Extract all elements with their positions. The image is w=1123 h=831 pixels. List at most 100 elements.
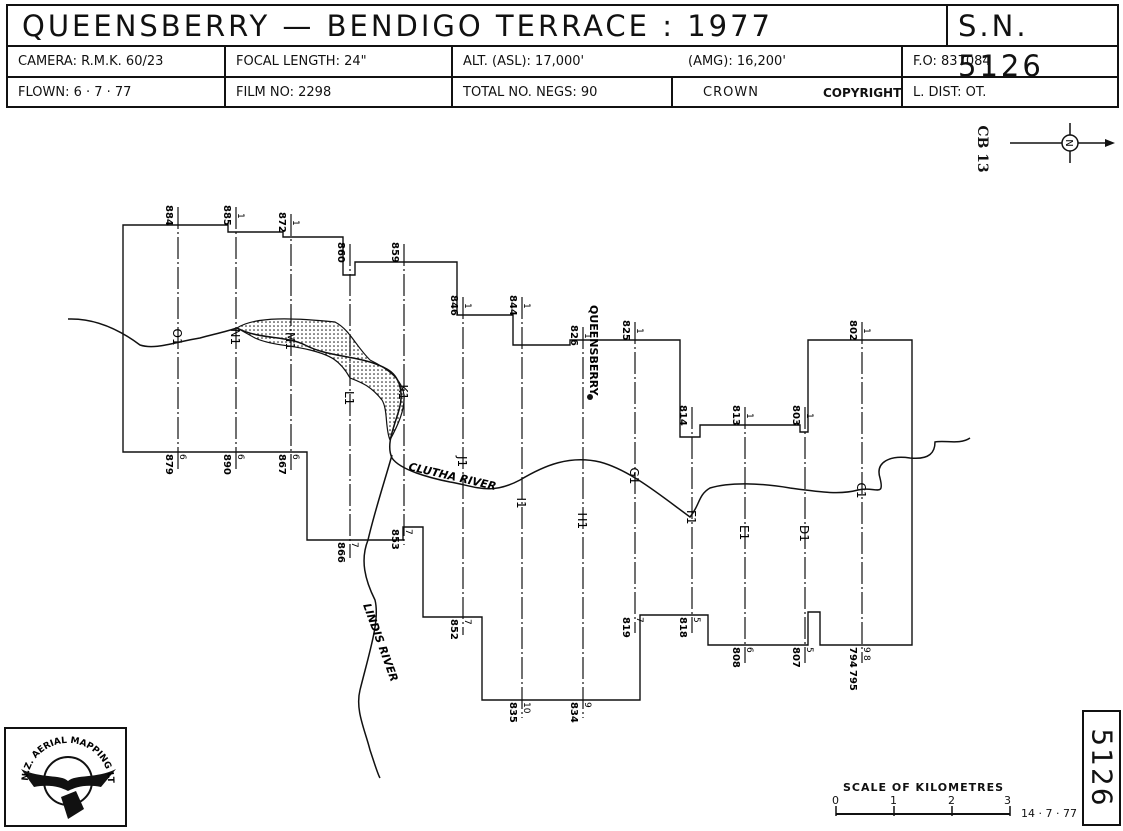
camera-field: CAMERA: R.M.K. 60/23 [8,47,226,76]
strip-top-frame: 872 [276,212,287,233]
aerial-mapping-logo-icon: N.Z. AERIAL MAPPING LTD. [2,722,116,819]
strip-bottom-frame: 890 [221,454,232,475]
lake-area [235,318,405,442]
strip-top-frame: 844 [507,295,518,316]
strip-bottom-frame: 866 [335,542,346,563]
strip-bottom-run: 5 [691,617,701,623]
strip-label-j1: J1 [455,455,469,467]
strip-bottom-frame: 808 [730,647,741,668]
strip-top-frame: 826 [568,325,579,346]
strip-bottom-frame: 879 [163,454,174,475]
strip-bottom-run: 7 [462,619,472,625]
strip-label-i1: I1 [514,498,528,509]
strip-top-run: 1 [235,213,245,219]
scale-bar [835,806,1011,816]
strip-top-frame: 803 [790,405,801,426]
flown-field: FLOWN: 6 · 7 · 77 [8,78,226,108]
strip-top-run: 1 [804,413,814,419]
strip-bottom-frame: 807 [790,647,801,668]
scale-tick-0: 0 [832,794,839,807]
l-dist-field: L. DIST: OT. [913,85,987,100]
town-label: QUEENSBERRY [587,305,600,397]
strip-label-n1: N1 [228,329,242,346]
strip-bottom-run: 10 [521,702,531,714]
strip-top-frame: 884 [163,205,174,226]
side-sheet-number-box: 5126 [1082,710,1121,826]
strip-bottom-run: 6 [177,454,187,460]
fo-field: F.O: 837084 [913,54,991,69]
scale-tick-2: 2 [948,794,955,807]
town-marker [587,394,593,400]
strip-bottom-frame: 867 [276,454,287,475]
strip-top-frame: 813 [730,405,741,426]
side-sheet-number: 5126 [1085,728,1118,808]
scale-tick-3: 3 [1004,794,1011,807]
map-title: QUEENSBERRY — BENDIGO TERRACE : 1977 [8,6,948,47]
strip-top-frame: 814 [677,405,688,426]
strip-top-run: 1 [861,328,871,334]
strip-bottom-run: 7 [634,617,644,623]
strip-label-f1: F1 [684,510,698,525]
company-logo: N.Z. AERIAL MAPPING LTD. [2,722,127,827]
scale-tick-1: 1 [890,794,897,807]
strip-bottom-frame-2: 795 [847,670,858,691]
strip-bottom-frame: 835 [507,702,518,723]
strip-label-c1: C1 [854,483,868,499]
lindis-river [358,454,393,779]
strip-top-run: 1 [290,220,300,226]
strip-labels: O18848796N188518906M187218676L18608667K1… [163,205,871,723]
copyright-label: COPYRIGHT [823,86,902,100]
strip-bottom-run: 7 [403,529,413,535]
strip-bottom-frame: 834 [568,702,579,723]
strip-top-run: 1 [744,413,754,419]
scale-title: SCALE OF KILOMETRES [843,781,1005,794]
strip-label-l1: L1 [342,391,356,405]
strip-label-e1: E1 [737,525,751,540]
strip-top-run: 1 [582,333,592,339]
crown-copyright-field: CROWN COPYRIGHT [673,78,903,108]
strip-bottom-run: 6 [290,454,300,460]
strip-bottom-run: 6 [744,647,754,653]
strip-bottom-run: 7 [349,542,359,548]
strip-bottom-run: 5 [804,647,814,653]
strip-top-frame: 846 [448,295,459,316]
altitude-field: ALT. (ASL): 17,000' (AMG): 16,200' [453,47,903,76]
strip-top-frame: 825 [620,320,631,341]
strip-label-g1: G1 [627,468,641,485]
crown-label: CROWN [703,85,759,100]
north-label: N [1063,139,1074,146]
strip-top-run: 1 [521,303,531,309]
strip-top-frame: 860 [335,242,346,263]
strip-bottom-run: 9 [582,702,592,708]
coverage-boundary [122,224,913,701]
strip-top-run: 1 [462,303,472,309]
strip-bottom-frame: 794 [847,647,858,668]
strip-label-h1: H1 [575,513,589,530]
strip-bottom-frame: 819 [620,617,631,638]
strip-top-frame: 802 [847,320,858,341]
strip-bottom-frame: 852 [448,619,459,640]
strip-bottom-frame: 853 [389,529,400,550]
metadata-row-1: CAMERA: R.M.K. 60/23 FOCAL LENGTH: 24" A… [8,47,1119,78]
scale-date: 14 · 7 · 77 [1021,807,1077,820]
clutha-river [67,318,971,519]
title-block: QUEENSBERRY — BENDIGO TERRACE : 1977 S.N… [6,4,1119,108]
clutha-river-label: CLUTHA RIVER [407,460,497,493]
strip-bottom-run-2: 8 [861,655,871,661]
alt-amg: (AMG): 16,200' [688,54,786,69]
total-negs-field: TOTAL NO. NEGS: 90 [453,78,673,108]
strip-top-frame: 885 [221,205,232,226]
strip-bottom-run: 9 [861,647,871,653]
strip-label-d1: D1 [797,525,811,542]
focal-length-field: FOCAL LENGTH: 24" [226,47,453,76]
strip-top-frame: 859 [389,242,400,263]
alt-asl: ALT. (ASL): 17,000' [463,54,585,69]
metadata-row-2: FLOWN: 6 · 7 · 77 FILM NO: 2298 TOTAL NO… [8,78,1119,108]
strip-top-run: 1 [634,328,644,334]
north-arrow-icon: N [1010,123,1115,163]
strip-lines [177,207,863,718]
film-no-field: FILM NO: 2298 [226,78,453,108]
strip-bottom-run: 6 [235,454,245,460]
lindis-river-label: LINDIS RIVER [360,602,400,684]
